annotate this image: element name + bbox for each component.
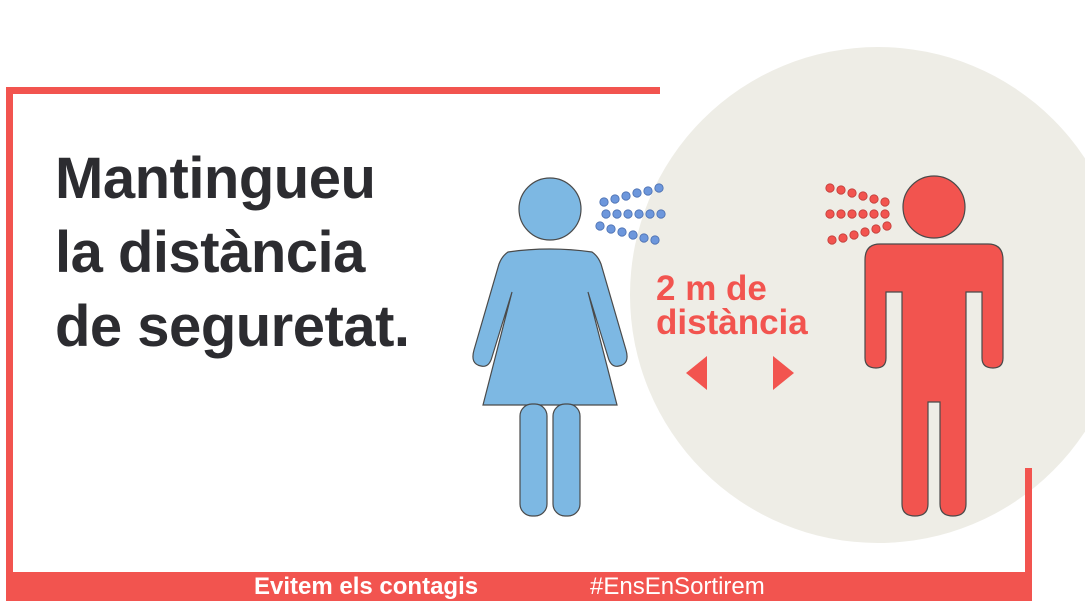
headline: Mantingueu la distància de seguretat. [55,142,410,364]
distance-label: 2 m de distància [656,269,808,342]
distance-label-line-1: 2 m de [656,269,767,308]
right-arrow-icon [773,356,794,390]
footer-hashtag: #EnsEnSortirem [590,573,765,600]
headline-line-3: de seguretat. [55,290,410,364]
woman-figure-icon [472,177,628,517]
headline-line-2-bold: distància [118,220,365,285]
headline-line-3-bold: de seguretat. [55,294,410,359]
left-arrow-icon [686,356,707,390]
droplets-red-icon [825,183,892,245]
man-figure-icon [864,175,1004,517]
distance-label-line-2: distància [656,303,808,342]
footer-slogan: Evitem els contagis [254,573,479,600]
headline-line-2: la distància [55,216,410,290]
safety-zone-circle [630,47,1085,543]
headline-line-2-regular: la [55,220,118,285]
droplets-icon [595,183,666,245]
red-frame [6,87,1032,601]
headline-line-1: Mantingueu [55,146,376,211]
